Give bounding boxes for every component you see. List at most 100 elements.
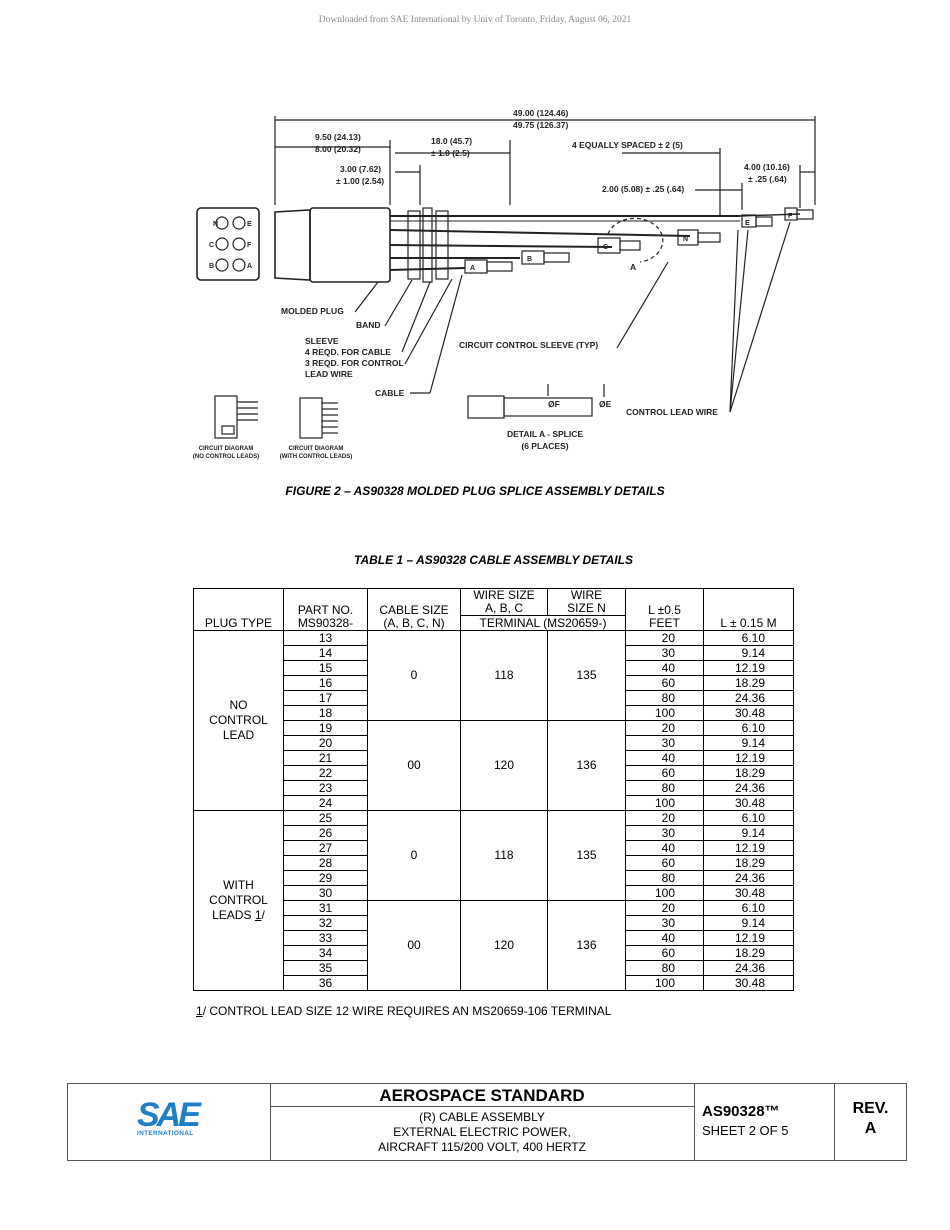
part-number-cell: 27: [283, 840, 368, 856]
wire-size-n-cell: 135: [547, 630, 626, 721]
length-meters-cell: 30.48: [703, 885, 794, 901]
length-feet-cell: 20: [625, 900, 704, 916]
length-meters-cell: 24.36: [703, 690, 794, 706]
cable-size-cell: 0: [367, 810, 461, 901]
label-sleeve: 4 REQD. FOR CABLE: [305, 347, 391, 357]
length-meters-cell: 18.29: [703, 945, 794, 961]
length-meters-cell: 12.19: [703, 840, 794, 856]
label-dia-e: ØE: [599, 399, 612, 409]
revision-cell: REV. A: [835, 1084, 906, 1160]
part-number-cell: 13: [283, 630, 368, 646]
length-feet-cell: 100: [625, 705, 704, 721]
splice-label: E: [745, 220, 750, 227]
length-meters-cell: 12.19: [703, 930, 794, 946]
pin-label: N: [213, 221, 218, 228]
length-feet-cell: 100: [625, 795, 704, 811]
label-control-lead-wire: CONTROL LEAD WIRE: [626, 407, 718, 417]
length-meters-cell: 6.10: [703, 810, 794, 826]
length-meters-cell: 18.29: [703, 765, 794, 781]
wire-size-n-cell: 136: [547, 900, 626, 991]
title-cell: AEROSPACE STANDARD (R) CABLE ASSEMBLY EX…: [270, 1084, 695, 1160]
pin-label: A: [247, 263, 252, 270]
cable-size-cell: 00: [367, 720, 461, 811]
length-feet-cell: 40: [625, 840, 704, 856]
part-number-cell: 35: [283, 960, 368, 976]
splice-label: C: [603, 244, 608, 251]
dim-control-end: 4.00 (10.16): [744, 162, 790, 172]
length-feet-cell: 80: [625, 780, 704, 796]
length-feet-cell: 80: [625, 960, 704, 976]
dim-band: ± 1.00 (2.54): [336, 176, 384, 186]
length-feet-cell: 30: [625, 735, 704, 751]
part-number-cell: 16: [283, 675, 368, 691]
part-number-cell: 33: [283, 930, 368, 946]
label-sleeve: 3 REQD. FOR CONTROL: [305, 358, 404, 368]
label-detail-a: (6 PLACES): [521, 441, 568, 451]
length-feet-cell: 80: [625, 690, 704, 706]
dim-band: 3.00 (7.62): [340, 164, 381, 174]
document-number-cell: AS90328™ SHEET 2 OF 5: [694, 1084, 835, 1160]
length-meters-cell: 18.29: [703, 855, 794, 871]
part-number-cell: 19: [283, 720, 368, 736]
part-number-cell: 26: [283, 825, 368, 841]
part-number-cell: 25: [283, 810, 368, 826]
label-circuit-control-sleeve: CIRCUIT CONTROL SLEEVE (TYP): [459, 340, 598, 350]
sae-logo: SAE INTERNATIONAL: [137, 1096, 201, 1137]
figure-caption: FIGURE 2 – AS90328 MOLDED PLUG SPLICE AS…: [285, 484, 665, 498]
length-meters-cell: 18.29: [703, 675, 794, 691]
pin-label: E: [247, 221, 252, 228]
length-meters-cell: 9.14: [703, 735, 794, 751]
col-header: TERMINAL (MS20659-): [460, 615, 626, 631]
splice-label: N: [683, 236, 688, 243]
pin-label: F: [247, 242, 252, 249]
label-circuit-diagram: (WITH CONTROL LEADS): [280, 454, 353, 460]
wire-size-abc-cell: 118: [460, 810, 548, 901]
document-title: (R) CABLE ASSEMBLY EXTERNAL ELECTRIC POW…: [378, 1110, 586, 1154]
dim-sleeve-spacing: ± 1.0 (2.5): [431, 148, 470, 158]
title-block: SAE INTERNATIONAL AEROSPACE STANDARD (R)…: [67, 1083, 907, 1161]
detail-marker: A: [630, 262, 636, 272]
part-number-cell: 24: [283, 795, 368, 811]
length-feet-cell: 40: [625, 750, 704, 766]
length-feet-cell: 20: [625, 630, 704, 646]
part-number-cell: 23: [283, 780, 368, 796]
splice-label: B: [527, 256, 532, 263]
label-cable: CABLE: [375, 388, 405, 398]
length-feet-cell: 80: [625, 870, 704, 886]
table-header-row: PLUG TYPE PART NO.MS90328- CABLE SIZE(A,…: [193, 588, 794, 631]
length-meters-cell: 12.19: [703, 660, 794, 676]
part-number-cell: 20: [283, 735, 368, 751]
length-meters-cell: 30.48: [703, 705, 794, 721]
length-meters-cell: 9.14: [703, 645, 794, 661]
part-number-cell: 34: [283, 945, 368, 961]
cable-assembly-table: PLUG TYPE PART NO.MS90328- CABLE SIZE(A,…: [193, 588, 794, 991]
length-feet-cell: 60: [625, 945, 704, 961]
part-number-cell: 29: [283, 870, 368, 886]
cable-size-cell: 0: [367, 630, 461, 721]
part-number-cell: 36: [283, 975, 368, 991]
part-number-cell: 18: [283, 705, 368, 721]
label-molded-plug: MOLDED PLUG: [281, 306, 344, 316]
part-number-cell: 14: [283, 645, 368, 661]
length-meters-cell: 24.36: [703, 960, 794, 976]
wire-size-abc-cell: 118: [460, 630, 548, 721]
dim-control-end: ± .25 (.64): [748, 174, 787, 184]
length-meters-cell: 30.48: [703, 795, 794, 811]
label-sleeve: SLEEVE: [305, 336, 339, 346]
length-feet-cell: 30: [625, 825, 704, 841]
assembly-drawing: N E C F B A 49.00 (124.46) 49.75 (126.37…: [193, 108, 816, 460]
